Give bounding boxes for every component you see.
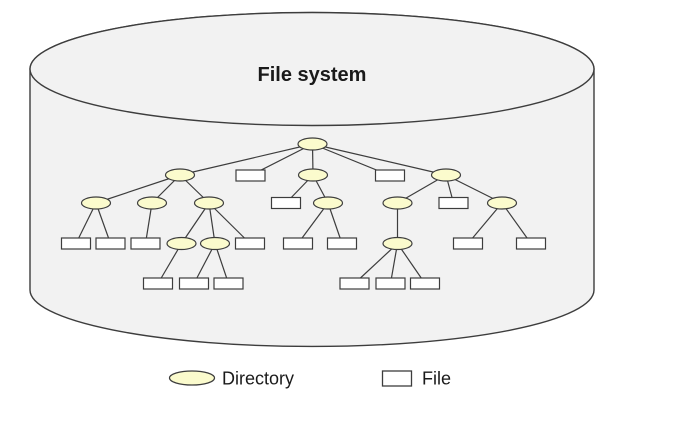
file-node (326, 237, 358, 250)
tree-edge (208, 202, 251, 244)
file-node (213, 277, 244, 290)
legend-directory-label: Directory (222, 369, 294, 389)
file-node (130, 237, 161, 250)
file-node (234, 237, 266, 250)
tree-edge (179, 143, 313, 176)
tree-edge (397, 243, 426, 284)
tree-nodes (60, 137, 547, 290)
tree-edge (354, 243, 398, 284)
directory-node (136, 196, 168, 210)
legend: Directory File (168, 369, 451, 389)
legend-directory-icon (168, 370, 216, 386)
file-node (95, 237, 126, 250)
file-node (515, 237, 547, 250)
file-node (178, 277, 210, 290)
legend-file-icon (381, 370, 413, 387)
directory-node (80, 196, 112, 210)
file-node (409, 277, 441, 290)
directory-node (297, 168, 329, 182)
directory-node (193, 196, 225, 210)
tree-edge (95, 174, 181, 204)
directory-node (430, 168, 462, 182)
tree-edge (144, 202, 153, 244)
file-node (282, 237, 314, 250)
tree-edge (214, 243, 230, 284)
directory-node (199, 236, 231, 251)
file-node (374, 169, 406, 182)
tree-edge (312, 143, 447, 176)
tree-edge (181, 202, 210, 244)
tree-edge (208, 202, 216, 244)
diagram-title: File system (258, 64, 367, 86)
tree-edge (501, 202, 532, 244)
file-node (438, 196, 469, 210)
file-node (60, 237, 92, 250)
tree-edge (193, 243, 216, 284)
directory-node (297, 137, 328, 151)
directory-node (382, 236, 413, 251)
tree-edge (467, 202, 503, 244)
file-node (270, 196, 302, 210)
directory-node (312, 196, 344, 210)
file-node (375, 277, 406, 290)
directory-node (166, 236, 197, 251)
file-node (452, 237, 484, 250)
cylinder-top-face (29, 11, 595, 127)
tree-edge (327, 202, 343, 244)
tree-edge (297, 202, 329, 244)
legend-file-label: File (422, 369, 451, 389)
file-node (339, 277, 370, 290)
directory-node (164, 168, 196, 182)
file-node (235, 169, 266, 182)
tree-edge (95, 202, 112, 244)
tree-edge (75, 202, 97, 244)
directory-node (382, 196, 413, 210)
file-node (142, 277, 174, 290)
tree-edge (157, 243, 183, 284)
directory-node (486, 196, 518, 210)
tree-edge (389, 243, 399, 284)
